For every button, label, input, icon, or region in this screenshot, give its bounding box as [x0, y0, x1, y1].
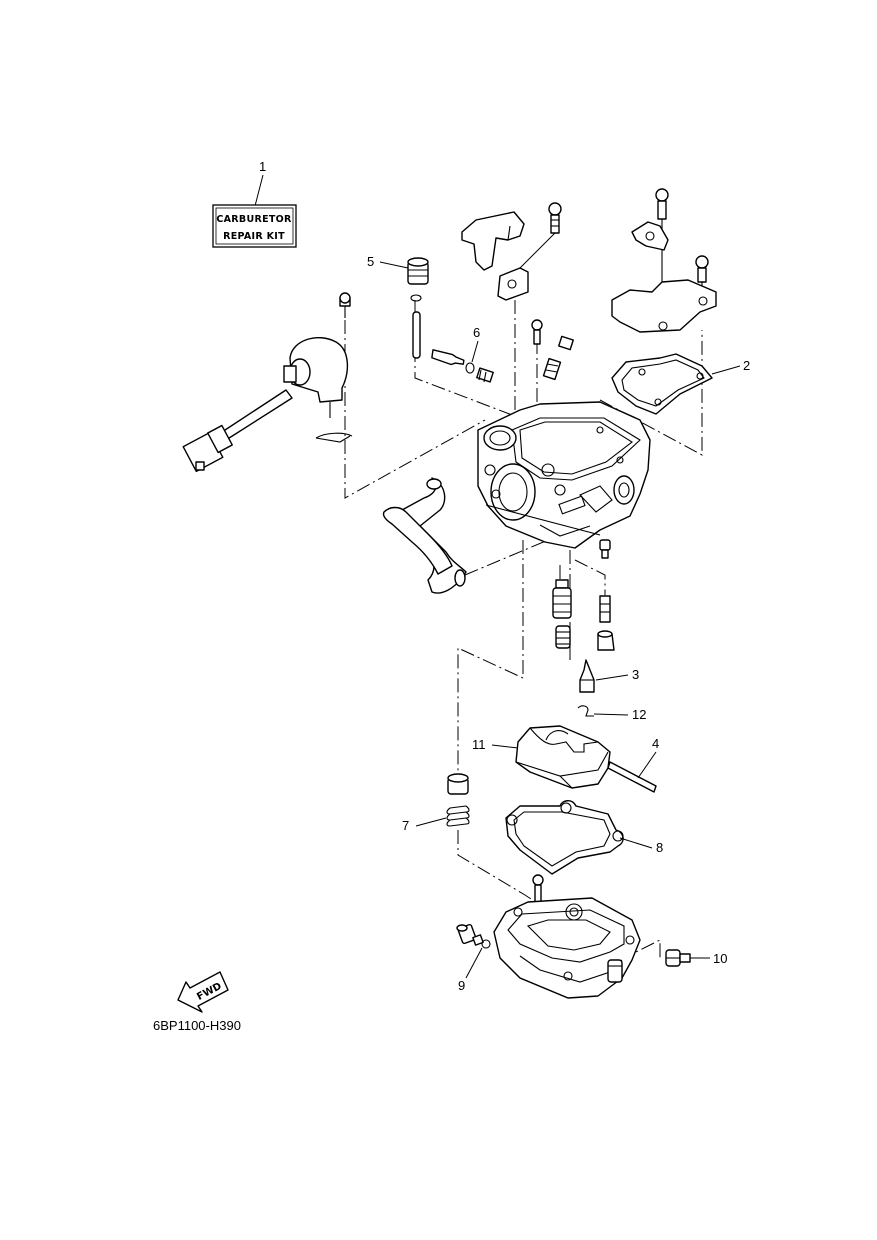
callout-10: 10	[713, 951, 727, 966]
diagram-code: 6BP1100-H390	[153, 1018, 241, 1033]
fuel-hose	[382, 477, 467, 594]
cover-assembly: 2	[611, 188, 750, 415]
callout-11: 11	[472, 737, 486, 752]
callout-6: 6	[473, 325, 480, 340]
repair-kit-line2: REPAIR KIT	[223, 231, 285, 242]
callout-2: 2	[743, 358, 750, 373]
part-5-plunger: 5	[367, 254, 429, 359]
callout-8: 8	[656, 840, 663, 855]
part-11-float: 11	[472, 725, 611, 789]
throttle-bracket	[461, 202, 562, 301]
callout-4: 4	[652, 736, 659, 751]
part-9-drain-screw: 9	[456, 923, 491, 993]
repair-kit-label	[212, 204, 297, 248]
part-10-screw: 10	[665, 949, 727, 967]
callout-5: 5	[367, 254, 374, 269]
carburetor-body	[477, 401, 651, 549]
callout-3: 3	[632, 667, 639, 682]
choke-solenoid	[182, 292, 353, 473]
part-4-float-pin: 4	[607, 736, 659, 793]
fwd-arrow-icon: FWD	[177, 971, 229, 1013]
callout-9: 9	[458, 978, 465, 993]
part-6-pilot-screw: 6	[431, 325, 494, 383]
part-3-needle-valve: 3	[579, 659, 639, 693]
callout-1: 1	[259, 159, 266, 174]
jet-screws-top	[531, 319, 574, 381]
part-8-gasket: 8	[505, 800, 663, 875]
callout-1-group: 1 CARBURETOR REPAIR KIT	[212, 159, 297, 248]
part-12-clip: 12	[577, 705, 646, 722]
repair-kit-line1: CARBURETOR	[216, 214, 292, 225]
callout-12: 12	[632, 707, 646, 722]
float-bowl	[493, 874, 641, 999]
part-7-spring: 7	[402, 773, 470, 833]
main-jets	[552, 539, 615, 651]
callout-7: 7	[402, 818, 409, 833]
